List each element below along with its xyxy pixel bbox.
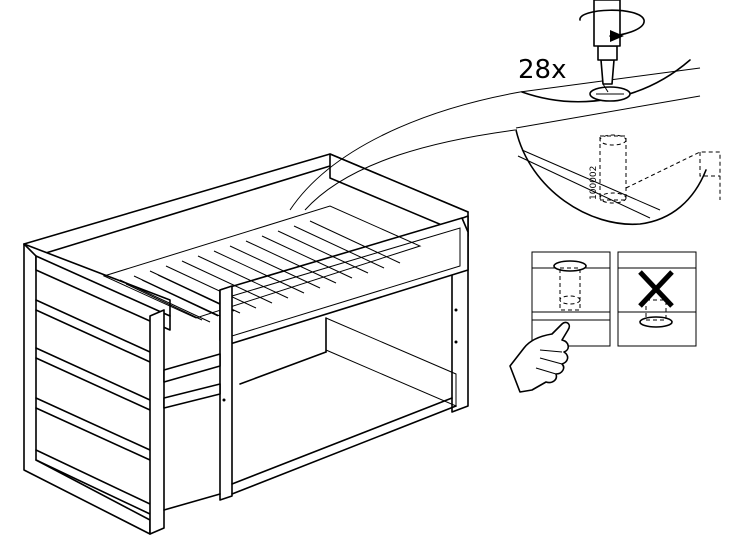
correct-orientation-panel: [531, 251, 611, 347]
detail-callout: 28x 100002: [515, 0, 721, 226]
quantity-label: 28x: [518, 55, 566, 85]
part-number: 100002: [589, 166, 599, 200]
incorrect-orientation-panel: [617, 251, 697, 347]
loft-bed-frame: [23, 153, 469, 535]
pointing-hand-icon: [509, 321, 571, 393]
callout-lines: [289, 91, 521, 211]
slats: [102, 205, 422, 323]
cross-icon: [638, 270, 674, 308]
